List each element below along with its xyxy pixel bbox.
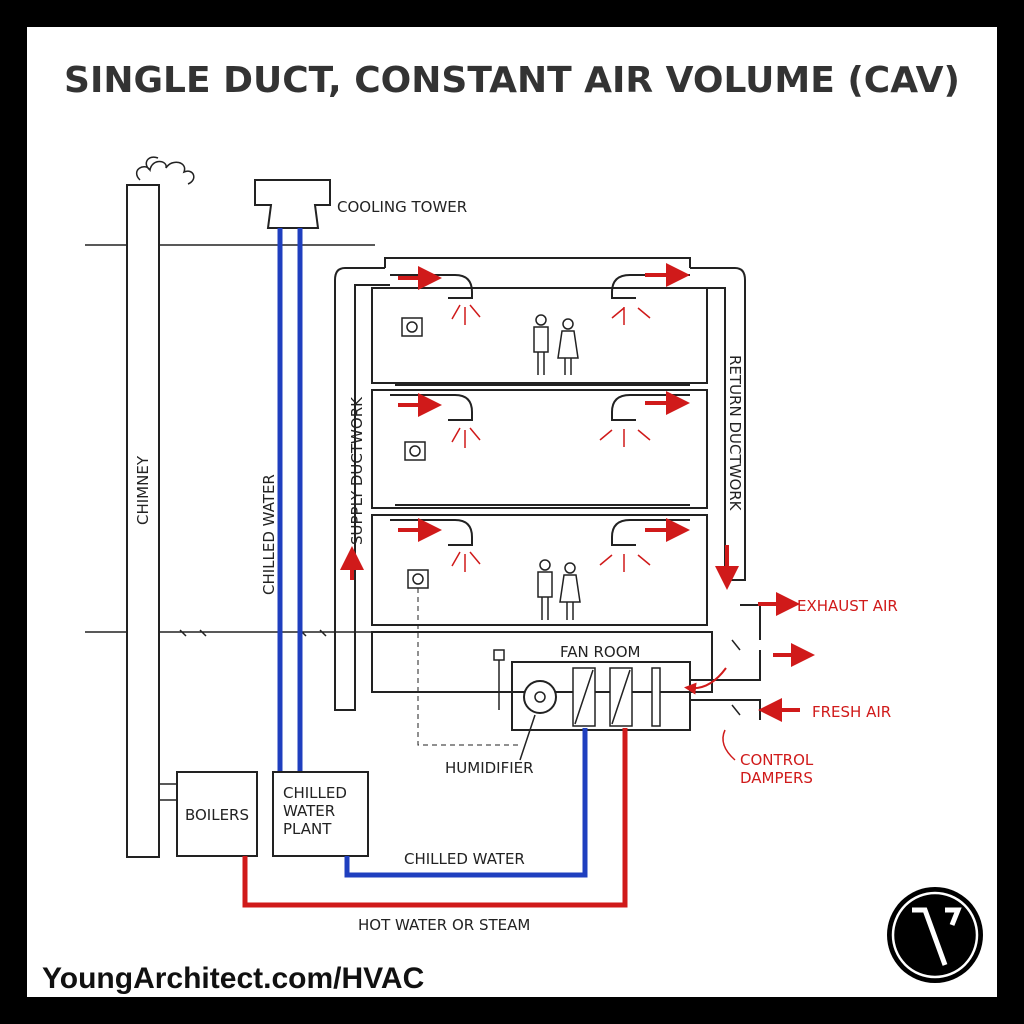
return-ductwork-label: RETURN DUCTWORK (726, 355, 744, 512)
young-architect-logo-icon (887, 887, 983, 983)
thermostat-icon (401, 317, 429, 589)
chimney: CHIMNEY (126, 156, 195, 858)
control-dampers-label-1: CONTROL (740, 751, 814, 769)
smoke-icon (135, 156, 195, 185)
exhaust-air-label: EXHAUST AIR (797, 597, 898, 615)
chilled-water-riser: CHILLED WATER (260, 228, 303, 775)
fan-room: FAN ROOM (493, 639, 741, 727)
cooling-tower-label: COOLING TOWER (337, 198, 467, 216)
page-title: SINGLE DUCT, CONSTANT AIR VOLUME (CAV) (64, 60, 960, 101)
boilers: BOILERS (176, 771, 258, 857)
fresh-air-label: FRESH AIR (812, 703, 891, 721)
cooling-tower: COOLING TOWER (254, 179, 467, 229)
cav-diagram: SINGLE DUCT, CONSTANT AIR VOLUME (CAV) C… (42, 60, 983, 995)
people-icon (533, 314, 581, 620)
fan-room-label: FAN ROOM (560, 643, 640, 661)
hot-water-label: HOT WATER OR STEAM (358, 916, 530, 934)
chilled-water-plant: CHILLED WATER PLANT (272, 771, 369, 857)
plant-label-1: CHILLED (283, 784, 347, 802)
supply-ductwork-label: SUPPLY DUCTWORK (348, 396, 366, 545)
plant-label-3: PLANT (283, 820, 332, 838)
hot-water-pipe (242, 728, 628, 908)
humidifier-label: HUMIDIFIER (445, 759, 534, 777)
chilled-water-vertical-label: CHILLED WATER (260, 474, 278, 595)
diffuser-arrows (451, 304, 651, 572)
diagram-board: SINGLE DUCT, CONSTANT AIR VOLUME (CAV) C… (27, 27, 997, 997)
chilled-water-pipe-label: CHILLED WATER (404, 850, 525, 868)
chilled-water-pipe (344, 728, 588, 878)
boilers-label: BOILERS (185, 806, 249, 824)
control-dampers-label-2: DAMPERS (740, 769, 813, 787)
chimney-label: CHIMNEY (134, 455, 152, 525)
fan-icon (523, 680, 557, 714)
airflow-arrows (340, 263, 815, 722)
footer-url: YoungArchitect.com/HVAC (42, 962, 424, 995)
plant-label-2: WATER (283, 802, 335, 820)
